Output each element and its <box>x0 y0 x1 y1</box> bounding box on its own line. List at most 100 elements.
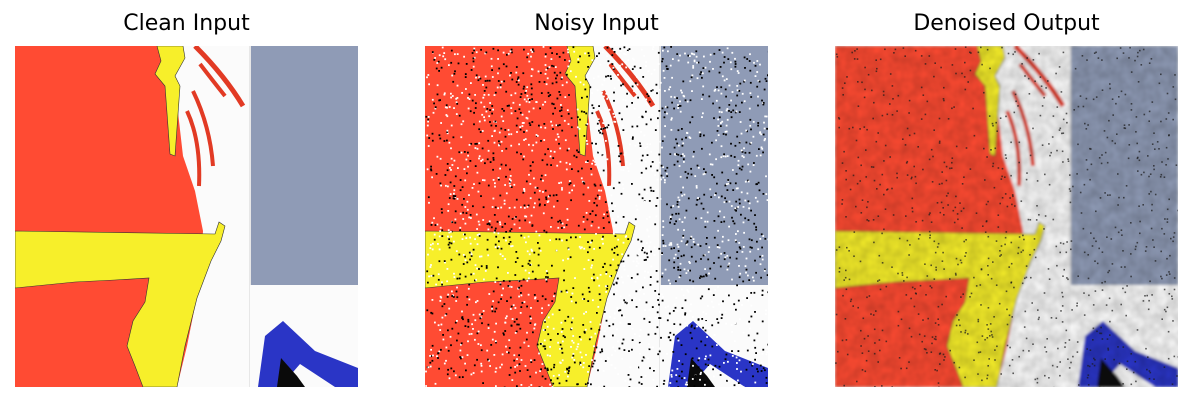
pepper-pixel <box>582 216 585 218</box>
pepper-pixel <box>553 292 556 295</box>
pepper-pixel <box>441 211 443 214</box>
pepper-pixel <box>727 58 730 60</box>
salt-pixel <box>639 158 642 160</box>
salt-pixel <box>599 63 602 66</box>
pepper-pixel <box>761 294 764 296</box>
pepper-pixel <box>649 276 652 278</box>
residual-speck <box>882 94 885 96</box>
pepper-pixel <box>675 153 678 155</box>
pepper-pixel <box>430 224 433 226</box>
residual-speck <box>1106 338 1109 340</box>
pepper-pixel <box>538 247 541 250</box>
salt-pixel <box>610 336 612 338</box>
salt-pixel <box>478 76 481 79</box>
pepper-pixel <box>588 290 591 293</box>
salt-pixel <box>732 169 734 171</box>
salt-pixel <box>647 70 650 73</box>
pepper-pixel <box>517 76 520 79</box>
residual-speck <box>860 164 862 167</box>
pepper-pixel <box>474 107 477 109</box>
pepper-pixel <box>642 286 644 289</box>
pepper-pixel <box>759 364 762 367</box>
pepper-pixel <box>620 152 623 155</box>
salt-pixel <box>549 354 551 357</box>
pepper-pixel <box>647 95 650 97</box>
pepper-pixel <box>500 127 503 130</box>
pepper-pixel <box>657 299 659 301</box>
pepper-pixel <box>586 95 588 98</box>
salt-pixel <box>542 329 545 331</box>
pepper-pixel <box>655 83 658 86</box>
salt-pixel <box>742 156 745 159</box>
pepper-pixel <box>567 112 570 115</box>
residual-speck <box>1171 295 1173 298</box>
pepper-pixel <box>513 320 516 323</box>
residual-speck <box>1093 237 1095 240</box>
residual-speck <box>896 110 898 112</box>
salt-pixel <box>520 206 522 209</box>
pepper-pixel <box>478 235 481 237</box>
salt-pixel <box>434 107 437 110</box>
salt-pixel <box>533 206 535 209</box>
salt-pixel <box>557 341 559 344</box>
salt-pixel <box>437 324 440 327</box>
residual-speck <box>1101 289 1104 291</box>
residual-speck <box>1065 329 1068 332</box>
pepper-pixel <box>684 313 686 316</box>
salt-pixel <box>427 253 429 256</box>
salt-pixel <box>617 238 620 241</box>
residual-speck <box>989 335 991 337</box>
residual-speck <box>965 147 968 149</box>
pepper-pixel <box>676 160 679 163</box>
residual-speck <box>960 261 963 264</box>
residual-speck <box>996 130 998 132</box>
salt-pixel <box>699 378 701 381</box>
residual-speck <box>905 294 908 296</box>
residual-speck <box>835 53 838 56</box>
residual-speck <box>1009 346 1011 349</box>
pepper-pixel <box>589 213 592 215</box>
salt-pixel <box>602 370 605 372</box>
residual-speck <box>873 352 876 355</box>
salt-pixel <box>460 343 462 346</box>
pepper-pixel <box>762 151 764 154</box>
pepper-pixel <box>544 320 546 323</box>
salt-pixel <box>692 155 695 158</box>
pepper-pixel <box>727 265 730 268</box>
pepper-pixel <box>622 129 625 131</box>
pepper-pixel <box>690 167 692 170</box>
residual-speck <box>967 333 969 335</box>
residual-speck <box>891 187 893 190</box>
salt-pixel <box>665 172 668 175</box>
pepper-pixel <box>754 346 757 349</box>
salt-pixel <box>433 217 435 220</box>
residual-speck <box>1020 251 1023 253</box>
pepper-pixel <box>656 311 659 314</box>
salt-pixel <box>609 316 611 318</box>
pepper-pixel <box>725 95 727 98</box>
salt-pixel <box>727 239 730 242</box>
pepper-pixel <box>454 195 457 197</box>
residual-speck <box>1059 361 1061 363</box>
residual-speck <box>1134 360 1137 363</box>
residual-speck <box>901 272 904 274</box>
salt-pixel <box>561 359 564 362</box>
pepper-pixel <box>526 56 529 59</box>
salt-pixel <box>682 186 684 189</box>
residual-speck <box>1108 269 1111 272</box>
salt-pixel <box>565 168 568 171</box>
salt-pixel <box>652 87 654 90</box>
pepper-pixel <box>749 81 752 84</box>
salt-pixel <box>764 115 767 118</box>
salt-pixel <box>636 257 638 260</box>
salt-pixel <box>459 226 462 229</box>
pepper-pixel <box>509 241 512 243</box>
residual-speck <box>1095 210 1097 213</box>
pepper-pixel <box>571 168 573 170</box>
pepper-pixel <box>503 109 505 112</box>
salt-pixel <box>523 341 526 344</box>
residual-speck <box>1152 239 1154 241</box>
salt-pixel <box>747 299 749 302</box>
residual-speck <box>945 195 948 197</box>
salt-pixel <box>675 374 678 376</box>
